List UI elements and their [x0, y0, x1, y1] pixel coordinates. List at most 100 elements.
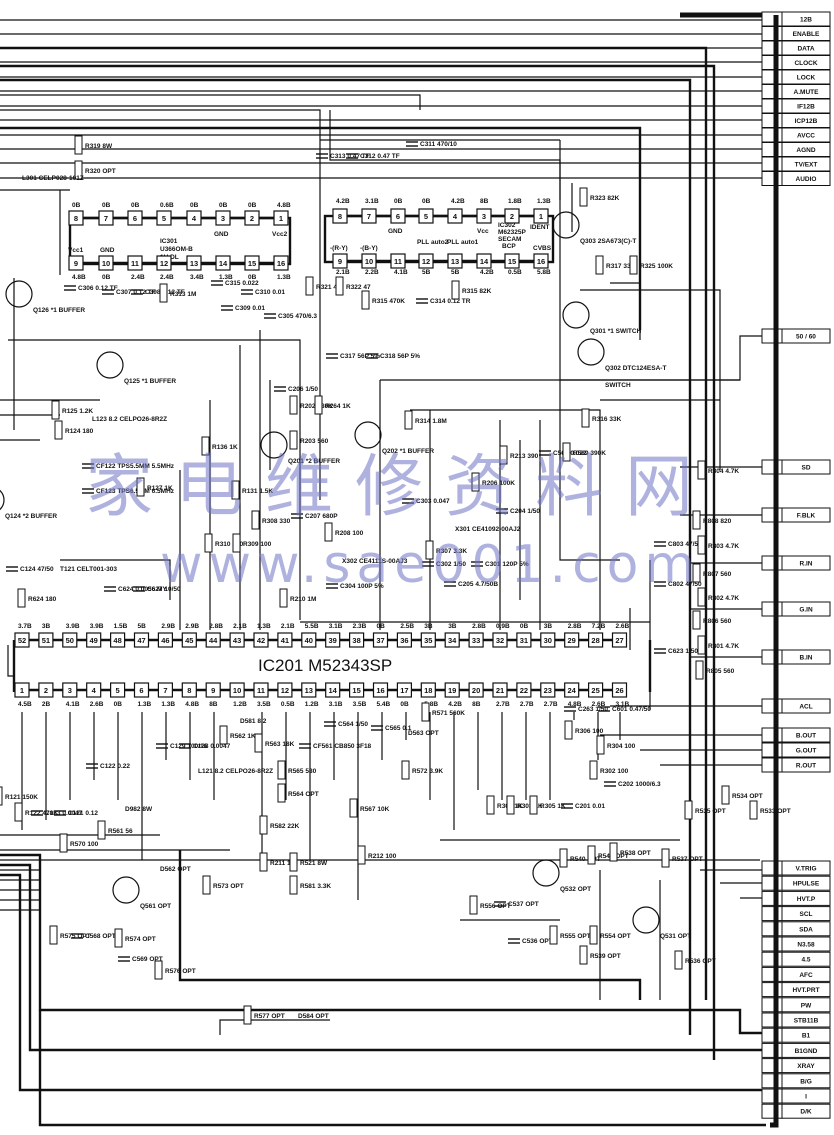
resistor-symbol	[289, 875, 298, 895]
ic201-top-pin-voltage: 2.1B	[233, 623, 247, 630]
component-label: R574 OPT	[125, 936, 156, 943]
ic201-bottom-pin-number: 14	[329, 686, 338, 695]
resistor-symbol	[579, 945, 588, 965]
ic201-top-pin-box	[349, 632, 365, 648]
connector-label: G.IN	[799, 607, 813, 614]
resistor-symbol	[499, 445, 508, 465]
ic201-bottom-pin-box	[468, 682, 484, 698]
component-label: C601 0.47/50	[612, 706, 651, 713]
ic201-bottom-pin-box	[181, 682, 197, 698]
component-label: R581 3.3K	[300, 883, 331, 890]
ic301-top-pin-box	[68, 210, 84, 226]
component-label: R319 8W	[85, 143, 113, 150]
component-label: R304 100	[607, 743, 636, 750]
ic201-top-pin-box	[277, 632, 293, 648]
ic201-top-pin-box	[444, 632, 460, 648]
ic201-bottom-pin-box	[492, 682, 508, 698]
resistor-symbol	[486, 795, 495, 815]
ic201-bottom-pin-box	[109, 682, 126, 698]
connector-label: D/K	[800, 1109, 812, 1116]
ic201-bottom-pin-number: 23	[544, 686, 552, 695]
connector-label-box	[781, 890, 831, 906]
connector-label-box	[781, 742, 831, 758]
resistor-symbol	[114, 928, 123, 948]
component-label: R807 560	[703, 571, 732, 578]
ic301-top-pin-box	[156, 210, 172, 226]
watermark-cn: 家电维修资料网	[85, 448, 715, 527]
connector-label: I	[805, 1094, 807, 1101]
ic302-top-pin-voltage: 4.2B	[451, 198, 465, 205]
ic302-name: IC302	[498, 222, 516, 229]
ic201-bottom-pin-voltage: 2.7B	[520, 701, 534, 708]
connector-pin	[761, 649, 783, 665]
component-label: R577 OPT	[254, 1013, 285, 1020]
component-label: C312 0.47 TF	[360, 153, 400, 160]
ic201-top-pin-voltage: 7.2B	[592, 623, 606, 630]
ic201-top-pin-voltage: 2.9B	[161, 623, 175, 630]
resistor-symbol	[695, 660, 704, 680]
ic201-top-pin-voltage: 3B	[544, 623, 553, 630]
ic302-top-pin-box	[533, 208, 549, 224]
connector-label: B.OUT	[796, 733, 816, 740]
ic201-bottom-pin-number: 10	[233, 686, 241, 695]
ic201-bottom-pin-number: 2	[44, 686, 48, 695]
component-label: R801 4.7K	[708, 643, 739, 650]
ic201-bottom-pin-voltage: 4.1B	[66, 701, 80, 708]
ic301-top-pin-voltage: 0B	[72, 202, 81, 209]
ic201-top-pin-number: 46	[161, 636, 169, 645]
ic201-top-pin-number: 43	[233, 636, 241, 645]
ic301-top-pin-number: 2	[250, 214, 254, 223]
connector-pin	[761, 982, 783, 998]
ic201-top-pin-number: 34	[448, 636, 457, 645]
component-label: R125 1.2K	[62, 408, 93, 415]
ic302-bottom-pin-voltage: 5B	[422, 269, 431, 276]
connector-pin	[761, 84, 783, 99]
component-label: R562 1K	[230, 733, 256, 740]
connector-label: ICP12B	[795, 118, 818, 125]
component-label: C317 56P 5%	[340, 353, 380, 360]
connector-label: CLOCK	[794, 60, 817, 67]
ic201-top-pin-number: 47	[137, 636, 145, 645]
connector-label: HVT.P	[797, 896, 816, 903]
connector-label: AGND	[796, 147, 815, 154]
connector-label: AUDIO	[796, 176, 817, 183]
ic302-pll2-label: PLL auto2	[417, 239, 449, 246]
ic201-top-pin-box	[540, 632, 556, 648]
component-label: R121 150K	[5, 794, 38, 801]
ic302: GND Vcc IC302 M62325P SECAM BCP IDENT -(…	[323, 198, 555, 276]
resistor-symbol	[609, 842, 618, 862]
component-label: C318 56P 5%	[380, 353, 420, 360]
component-label: R317 33K	[606, 263, 636, 270]
component-label: CF561 CB850 3F18	[313, 743, 372, 750]
ic201-bottom-pin-voltage: 3.1B	[616, 701, 630, 708]
ic201-bottom-pin-number: 13	[305, 686, 313, 695]
component-label: R536 OPT	[685, 958, 716, 965]
ic301-bottom-pin-voltage: 1.3B	[219, 274, 233, 281]
ic302-top-pin-voltage: 0B	[422, 198, 431, 205]
ic201-top-pin-voltage: 3.7B	[18, 623, 32, 630]
ic201-top-pin-box	[372, 632, 389, 648]
component-label: R203 560	[300, 438, 329, 445]
resistor-symbol	[277, 783, 286, 803]
ic201-bottom-pin-number: 8	[187, 686, 191, 695]
connector-pin	[761, 55, 783, 70]
ic302-bottom-pin-box	[476, 253, 492, 269]
resistor-symbol	[289, 395, 298, 415]
component-label: R320 OPT	[85, 168, 116, 175]
connector-pin	[761, 997, 783, 1013]
resistor-symbol	[401, 760, 410, 780]
component-label: C302 1/50	[436, 561, 466, 568]
component-label: R211 100	[270, 860, 298, 867]
ic302-top-pin-voltage: 4.2B	[336, 198, 350, 205]
component-label: C537 OPT	[508, 901, 539, 908]
ic201-bottom-pin-voltage: 4.5B	[18, 701, 32, 708]
ic201-bottom-pin-voltage: 4.8B	[568, 701, 582, 708]
component-label: C201 0.01	[575, 803, 605, 810]
resistor-symbol	[277, 760, 286, 780]
resistor-symbol	[451, 280, 460, 300]
component-label: R206 100K	[482, 480, 515, 487]
connector-label-box	[781, 997, 831, 1013]
component-label: R537 OPT	[672, 856, 703, 863]
